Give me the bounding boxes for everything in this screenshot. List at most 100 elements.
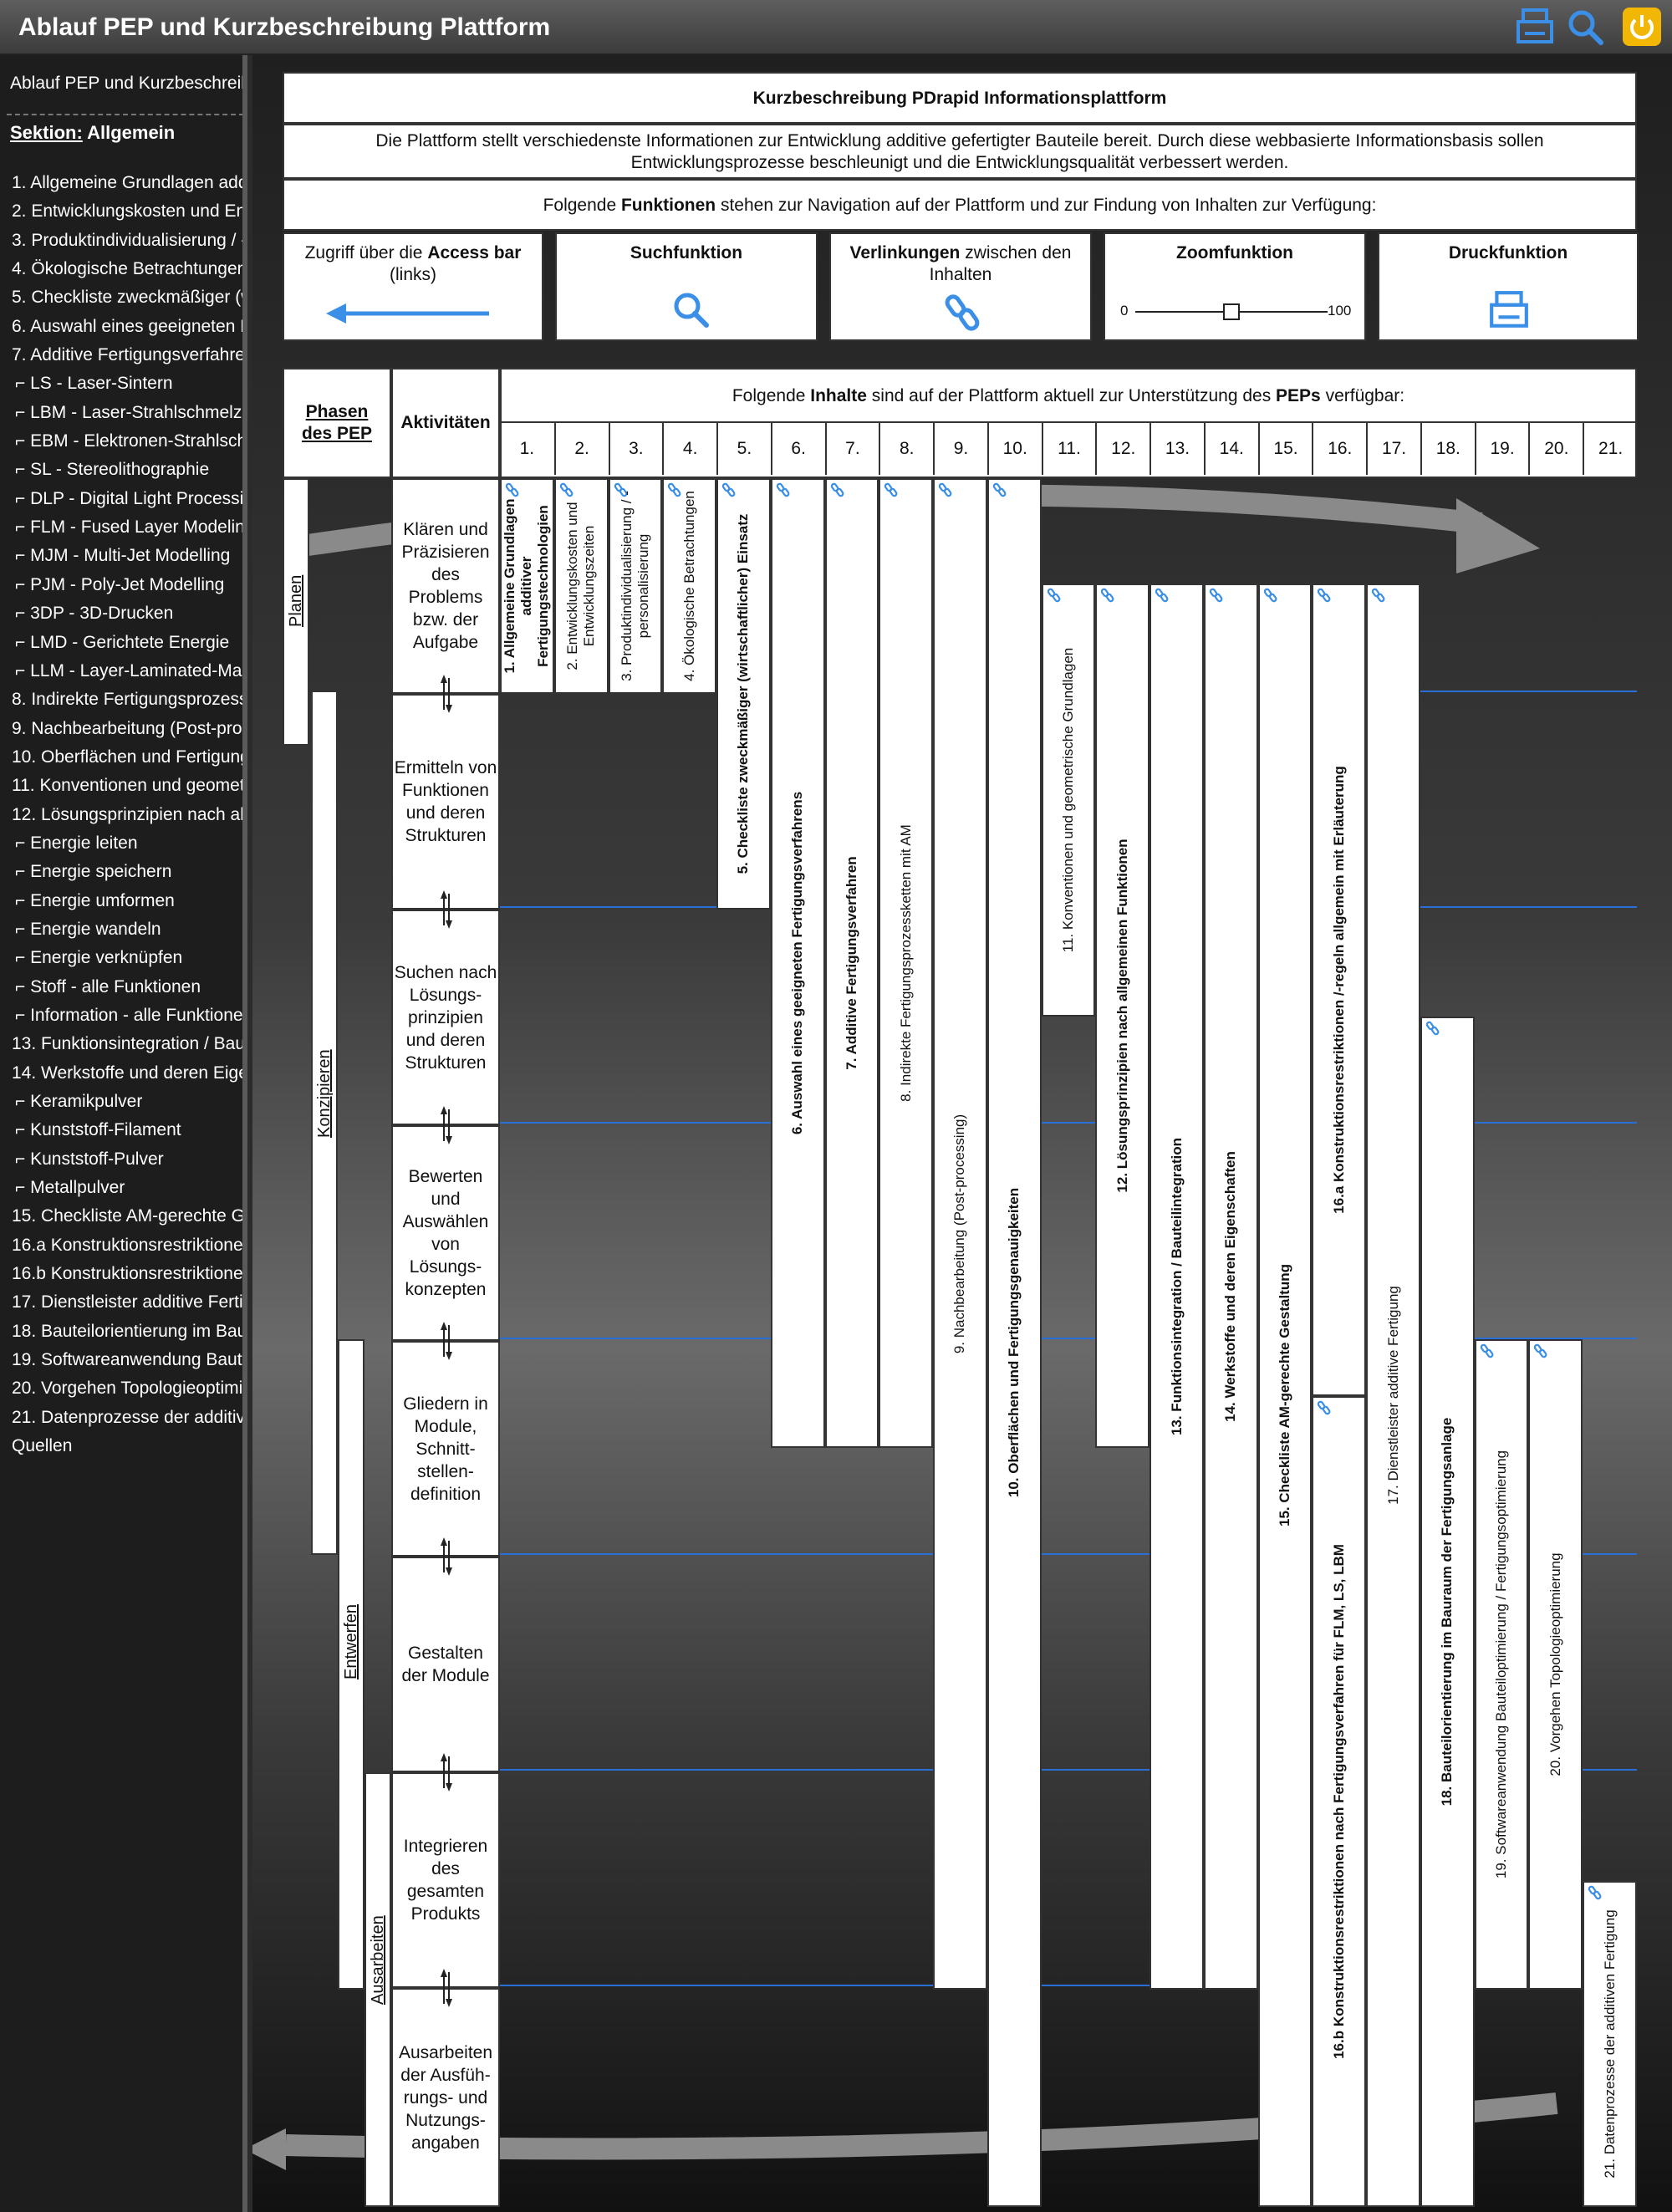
link-icon[interactable] (721, 482, 737, 497)
content-column-5[interactable]: 5. Checkliste zweckmäßiger (wirtschaftli… (716, 478, 771, 910)
sidebar-header[interactable]: Ablauf PEP und Kurzbeschreibung Plattfor… (10, 74, 242, 93)
content-column-16[interactable]: 16.a Konstruktionsrestriktionen /-regeln… (1312, 584, 1367, 1396)
link-icon[interactable] (938, 482, 953, 497)
sidebar-item-9[interactable]: ⌐ LBM - Laser-Strahlschmelzen (15, 402, 246, 422)
sidebar-item-24[interactable]: ⌐ Energie leiten (15, 833, 138, 853)
sidebar-item-29[interactable]: ⌐ Stoff - alle Funktionen (15, 976, 201, 996)
phase-2[interactable]: Konzipieren (311, 691, 338, 1555)
sidebar-item-20[interactable]: 9. Nachbearbeitung (Post-processing) (12, 718, 242, 738)
function-search[interactable]: Suchfunktion (555, 232, 818, 341)
activity-1[interactable]: Klären und Präzisieren des Problems bzw.… (391, 478, 500, 694)
sidebar-item-14[interactable]: ⌐ MJM - Multi-Jet Modelling (15, 546, 231, 566)
sidebar-item-23[interactable]: 12. Lösungsprinzipien nach allgemeinen F… (12, 804, 244, 824)
content-column-7[interactable]: 7. Additive Fertigungsverfahren (824, 478, 879, 1448)
sidebar-item-10[interactable]: ⌐ EBM - Elektronen-Strahlschmelzen (15, 431, 242, 451)
sidebar-item-41[interactable]: 18. Bauteilorientierung im Bauraum (12, 1321, 246, 1341)
sidebar-item-35[interactable]: ⌐ Kunststoff-Pulver (15, 1149, 164, 1169)
activity-6[interactable]: Gestalten der Module (391, 1557, 500, 1772)
link-icon[interactable] (1047, 588, 1062, 603)
link-icon[interactable] (1263, 588, 1278, 603)
link-icon[interactable] (1317, 1400, 1332, 1415)
function-links[interactable]: Verlinkungen zwischen den Inhalten (829, 232, 1092, 341)
sidebar-item-5[interactable]: 5. Checkliste zweckmäßiger (wirtschaftli… (12, 288, 242, 308)
link-icon[interactable] (614, 482, 629, 497)
link-icon[interactable] (1533, 1343, 1548, 1358)
content-column-22[interactable]: 21. Datenprozesse der additiven Fertigun… (1583, 1881, 1637, 2207)
sidebar-item-3[interactable]: 3. Produktindividualisierung / -personal… (12, 230, 242, 250)
link-icon[interactable] (1209, 588, 1224, 603)
link-icon[interactable] (1100, 588, 1115, 603)
activity-7[interactable]: Integrieren des gesamten Produkts (391, 1772, 500, 1988)
phase-1[interactable]: Planen (283, 478, 309, 746)
sidebar-item-36[interactable]: ⌐ Metallpulver (15, 1178, 125, 1198)
sidebar-item-43[interactable]: 20. Vorgehen Topologieoptimierung (12, 1379, 243, 1399)
sidebar-item-1[interactable]: 1. Allgemeine Grundlagen additiver Ferti… (12, 173, 242, 192)
sidebar-item-19[interactable]: 8. Indirekte Fertigungsprozessketten mit… (12, 690, 246, 710)
sidebar-item-22[interactable]: 11. Konventionen und geometrische Grundl… (12, 776, 245, 796)
link-icon[interactable] (1155, 588, 1170, 603)
activity-8[interactable]: Ausarbeiten der Ausfüh-rungs- und Nutzun… (391, 1988, 500, 2207)
sidebar-item-21[interactable]: 10. Oberflächen und Fertigungsgenauigkei… (12, 747, 242, 767)
content-column-6[interactable]: 6. Auswahl eines geeigneten Fertigungsve… (770, 478, 825, 1448)
sidebar-item-44[interactable]: 21. Datenprozesse der additiven Fertigun… (12, 1407, 245, 1427)
content-column-3[interactable]: 3. Produktindividualisierung / -personal… (608, 478, 663, 694)
sidebar-item-37[interactable]: 15. Checkliste AM-gerechte Gestaltung (12, 1206, 245, 1226)
link-icon[interactable] (559, 482, 574, 497)
activity-2[interactable]: Ermitteln von Funktionen und deren Struk… (391, 694, 500, 910)
power-icon[interactable] (1622, 7, 1662, 47)
link-icon[interactable] (1371, 588, 1386, 603)
sidebar-item-7[interactable]: 7. Additive Fertigungsverfahren (12, 345, 246, 365)
content-column-15[interactable]: 15. Checkliste AM-gerechte Gestaltung (1257, 584, 1313, 2207)
sidebar-item-30[interactable]: ⌐ Information - alle Funktionen (15, 1005, 246, 1025)
link-icon[interactable] (1588, 1885, 1603, 1900)
link-icon[interactable] (667, 482, 682, 497)
content-column-13[interactable]: 13. Funktionsintegration / Bauteilintegr… (1150, 584, 1204, 1990)
sidebar-item-4[interactable]: 4. Ökologische Betrachtungen (12, 259, 246, 279)
link-icon[interactable] (1425, 1021, 1440, 1036)
sidebar-item-2[interactable]: 2. Entwicklungskosten und Entwicklungsze… (12, 201, 246, 222)
content-column-8[interactable]: 8. Indirekte Fertigungsprozessketten mit… (879, 478, 934, 1448)
content-column-14[interactable]: 14. Werkstoffe und deren Eigenschaften (1203, 584, 1258, 1990)
content-column-12[interactable]: 12. Lösungsprinzipien nach allgemeinen F… (1095, 584, 1150, 1448)
sidebar-item-16[interactable]: ⌐ 3DP - 3D-Drucken (15, 604, 174, 624)
sidebar-item-18[interactable]: ⌐ LLM - Layer-Laminated-Manufacturing (15, 660, 242, 680)
content-column-2[interactable]: 2. Entwicklungskosten und Entwicklungsze… (553, 478, 609, 694)
content-column-20[interactable]: 19. Softwareanwendung Bauteiloptimierung… (1474, 1339, 1529, 1990)
sidebar-item-8[interactable]: ⌐ LS - Laser-Sintern (15, 374, 173, 394)
sidebar-item-11[interactable]: ⌐ SL - Stereolithographie (15, 460, 210, 480)
link-icon[interactable] (992, 482, 1007, 497)
link-icon[interactable] (505, 482, 520, 497)
content-column-1[interactable]: 1. Allgemeine Grundlagen additiver Ferti… (500, 478, 554, 694)
sidebar-item-42[interactable]: 19. Softwareanwendung Bauteiloptimierung (12, 1350, 242, 1370)
link-icon[interactable] (830, 482, 845, 497)
content-column-21[interactable]: 20. Vorgehen Topologieoptimierung (1528, 1339, 1583, 1990)
function-zoom[interactable]: Zoomfunktion 0 100 (1104, 232, 1366, 341)
search-icon[interactable] (1565, 7, 1605, 47)
activity-5[interactable]: Gliedern in Module, Schnitt-stellen-defi… (391, 1341, 500, 1557)
sidebar-item-40[interactable]: 17. Dienstleister additive Fertigung (12, 1292, 243, 1312)
sidebar-item-31[interactable]: 13. Funktionsintegration / Bauteilintegr… (12, 1034, 246, 1054)
link-icon[interactable] (1317, 588, 1332, 603)
content-column-17[interactable]: 16.b Konstruktionsrestriktionen nach Fer… (1312, 1396, 1367, 2207)
sidebar-item-32[interactable]: 14. Werkstoffe und deren Eigenschaften (12, 1063, 242, 1083)
phase-3[interactable]: Entwerfen (338, 1339, 364, 1990)
sidebar-item-28[interactable]: ⌐ Energie verknüpfen (15, 948, 183, 968)
zoom-slider-handle[interactable] (1223, 303, 1240, 320)
content-column-10[interactable]: 10. Oberflächen und Fertigungsgenauigkei… (986, 478, 1042, 2207)
sidebar-item-17[interactable]: ⌐ LMD - Gerichtete Energie (15, 632, 230, 652)
content-column-19[interactable]: 18. Bauteilorientierung im Bauraum der F… (1420, 1017, 1475, 2207)
link-icon[interactable] (776, 482, 791, 497)
sidebar-item-13[interactable]: ⌐ FLM - Fused Layer Modeling (15, 517, 246, 538)
phase-4[interactable]: Ausarbeiten (364, 1772, 391, 2207)
activity-3[interactable]: Suchen nach Lösungs-prinzipien und deren… (391, 910, 500, 1125)
function-access-bar[interactable]: Zugriff über die Access bar(links) (283, 232, 543, 341)
print-icon[interactable] (1515, 7, 1555, 47)
link-icon[interactable] (1480, 1343, 1495, 1358)
content-column-9[interactable]: 9. Nachbearbeitung (Post-processing) (933, 478, 987, 1990)
activity-4[interactable]: Bewerten und Auswählen von Lösungs-konze… (391, 1125, 500, 1341)
sidebar-item-38[interactable]: 16.a Konstruktionsrestriktionen (12, 1235, 246, 1255)
sidebar-item-26[interactable]: ⌐ Energie umformen (15, 890, 175, 910)
sidebar-item-25[interactable]: ⌐ Energie speichern (15, 862, 172, 882)
sidebar-item-34[interactable]: ⌐ Kunststoff-Filament (15, 1120, 181, 1140)
sidebar-item-6[interactable]: 6. Auswahl eines geeigneten Fertigungsve… (12, 316, 242, 336)
